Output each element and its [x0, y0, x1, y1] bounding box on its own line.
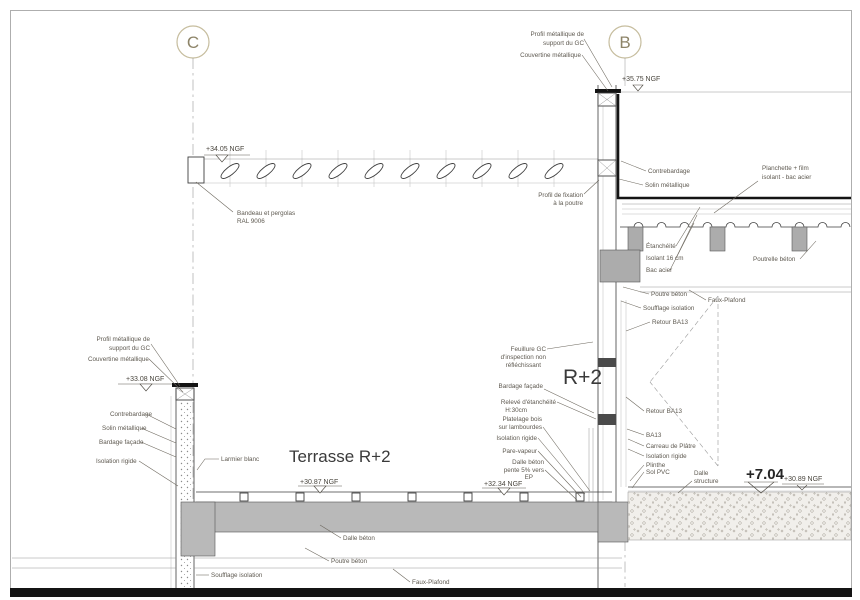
label-dalle-pente-1: Dalle béton	[512, 459, 544, 466]
label-solin-r: Solin métallique	[645, 182, 690, 189]
label-terrasse-r2: Terrasse R+2	[289, 447, 391, 466]
label-soufflage-b: Soufflage isolation	[211, 572, 263, 579]
level-markers	[118, 84, 824, 496]
label-isolation-rigide-l: Isolation rigide	[96, 458, 137, 465]
label-profil-support-b-1: Profil métallique de	[530, 31, 584, 38]
poutrelle-2	[709, 226, 726, 252]
label-sol-pvc: Sol PVC	[646, 469, 670, 476]
label-poutre-beton-b: Poutre béton	[331, 558, 368, 565]
level-marker-704	[747, 481, 775, 494]
label-bardage-facade-l: Bardage façade	[99, 439, 144, 446]
concrete-slab-texture	[627, 491, 852, 541]
label-poutrelle-beton: Poutrelle béton	[753, 256, 796, 263]
label-bardage-facade-r: Bardage façade	[499, 383, 544, 390]
transom-2	[598, 414, 616, 425]
label-ngf-3575: +35.75 NGF	[622, 76, 660, 83]
pergola-band	[187, 150, 598, 187]
label-faux-plafond-r: Faux-Plafond	[708, 297, 746, 304]
pergola-edge-beam	[187, 156, 205, 184]
title-bar-strip	[10, 588, 852, 597]
bac-acier-profile	[620, 222, 851, 228]
label-platelage-1: Platelage bois	[502, 416, 542, 423]
terrace-slab	[12, 428, 629, 569]
label-isolation-rigide-r: Isolation rigide	[646, 453, 687, 460]
label-dalle-pente-2: pente 5% vers	[504, 467, 544, 474]
label-profil-fixation-2: à la poutre	[553, 200, 583, 207]
roof-buildup	[599, 203, 851, 293]
label-dalle-beton-b: Dalle béton	[343, 535, 375, 542]
axis-c-wall	[170, 383, 198, 588]
level-marker-3308	[139, 383, 153, 392]
label-solin-l: Solin métallique	[102, 425, 147, 432]
transom-1	[598, 358, 616, 367]
label-dalle-pente-3: EP	[525, 474, 533, 481]
label-retour-ba13-a: Retour BA13	[652, 319, 689, 326]
label-profil-support-c-2: support du GC	[109, 345, 150, 352]
label-feuillure-1: Feuillure GC	[511, 346, 547, 353]
label-ngf-3089: +30.89 NGF	[784, 476, 822, 483]
label-isolation-rigide-c: Isolation rigide	[496, 435, 537, 442]
annotations: +35.75 NGF +34.05 NGF +33.08 NGF +30.87 …	[88, 31, 822, 586]
grid-letter-b: B	[619, 33, 630, 52]
label-dalle-structure-2: structure	[694, 478, 719, 485]
label-contrebardage-r: Contrebardage	[648, 168, 691, 175]
grid-axis-c: C	[176, 25, 210, 500]
label-bandeau-2: RAL 9006	[237, 218, 265, 225]
interior-floor	[627, 486, 852, 541]
roof-membrane-line	[616, 94, 851, 200]
label-profil-fixation-1: Profil de fixation	[538, 192, 583, 199]
poutrelle-1	[627, 226, 644, 252]
label-ngf-3234: +32.34 NGF	[484, 481, 522, 488]
level-marker-3405	[215, 154, 229, 163]
label-faux-plafond-b: Faux-Plafond	[412, 579, 450, 586]
grid-axis-b: B	[608, 25, 642, 587]
label-planchette-2: isolant - bac acier	[762, 174, 811, 181]
label-ngf-3405: +34.05 NGF	[206, 146, 244, 153]
label-isolant16: Isolant 16 cm	[646, 255, 683, 262]
label-pare-vapeur: Pare-vapeur	[502, 448, 537, 455]
level-marker-3089	[796, 484, 808, 491]
label-platelage-2: sur lambourdes	[499, 424, 542, 431]
label-ba13: BA13	[646, 432, 662, 439]
label-bac-acier: Bac acier	[646, 267, 672, 274]
label-plinthe: Plinthe	[646, 462, 666, 469]
label-releve-1: Relevé d'étanchéité	[501, 399, 557, 406]
label-retour-ba13-b: Retour BA13	[646, 408, 683, 415]
opening-swing-symbol	[649, 295, 719, 467]
label-releve-2: H:30cm	[505, 407, 527, 414]
label-etancheite: Étanchéité	[646, 241, 676, 250]
label-planchette-1: Planchette + film	[762, 165, 809, 172]
level-marker-3087	[313, 485, 327, 494]
level-marker-3575	[632, 84, 644, 92]
label-ngf-3087: +30.87 NGF	[300, 479, 338, 486]
label-couvertine-c: Couvertine métallique	[88, 356, 149, 363]
poutre-beton-block	[599, 249, 641, 283]
dalle-beton-slab	[195, 501, 613, 533]
label-contrebardage-l: Contrebardage	[110, 411, 153, 418]
label-r2: R+2	[563, 366, 602, 389]
label-profil-support-b-2: support du GC	[543, 40, 584, 47]
label-carreau: Carreau de Plâtre	[646, 443, 696, 450]
label-larmier: Larmier blanc	[221, 456, 259, 463]
slab-left-support	[180, 501, 216, 557]
wall-insulation-hatch	[179, 401, 192, 587]
leader-lines	[138, 38, 817, 583]
label-dalle-structure-1: Dalle	[694, 470, 709, 477]
poutrelle-3	[791, 226, 808, 252]
label-soufflage-r: Soufflage isolation	[643, 305, 695, 312]
slab-right-support	[597, 501, 629, 543]
couvertine-c	[172, 383, 198, 387]
level-marker-3234	[497, 487, 511, 496]
label-bandeau-1: Bandeau et pergolas	[237, 210, 295, 217]
grid-letter-c: C	[187, 33, 199, 52]
label-profil-support-c-1: Profil métallique de	[96, 336, 150, 343]
label-poutre-beton-r: Poutre béton	[651, 291, 688, 298]
label-couvertine-b: Couvertine métallique	[520, 52, 581, 59]
label-level-704: +7.04	[746, 466, 785, 483]
label-feuillure-2: d'inspection non	[501, 354, 547, 361]
label-ngf-3308: +33.08 NGF	[126, 376, 164, 383]
label-feuillure-3: réfléchissant	[506, 362, 542, 369]
